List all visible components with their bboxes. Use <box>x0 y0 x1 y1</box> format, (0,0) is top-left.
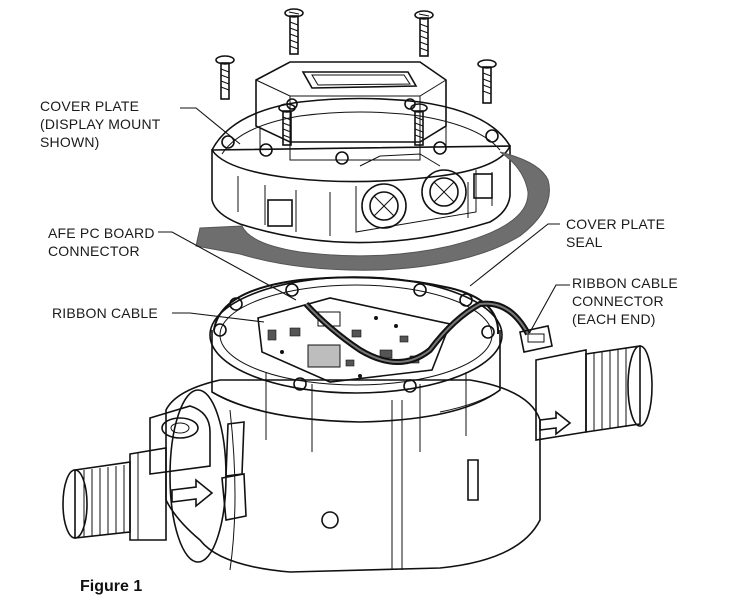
label-line: RIBBON CABLE <box>572 275 678 291</box>
label-afe-pc-board-connector: AFE PC BOARD CONNECTOR <box>48 225 155 259</box>
afe-pc-board <box>257 297 452 383</box>
label-line: CONNECTOR <box>572 293 664 309</box>
screw <box>414 10 434 57</box>
screw <box>410 103 428 146</box>
screw <box>278 103 296 146</box>
label-cover-plate-seal: COVER PLATE SEAL <box>566 216 665 250</box>
screw <box>284 8 304 55</box>
cover-plate <box>211 61 511 244</box>
screw <box>477 59 497 104</box>
outlet-pipe <box>535 345 653 441</box>
screws <box>215 8 497 146</box>
label-cover-plate: COVER PLATE (DISPLAY MOUNT SHOWN) <box>40 98 161 150</box>
label-line: AFE PC BOARD <box>48 225 155 241</box>
cable-gland <box>421 169 467 215</box>
ribbon-cable <box>303 300 531 365</box>
cover-plate-seal <box>213 276 500 335</box>
label-line: CONNECTOR <box>48 243 140 259</box>
label-ribbon-cable: RIBBON CABLE <box>52 305 158 321</box>
label-line: SEAL <box>566 234 603 250</box>
label-line: RIBBON CABLE <box>52 305 158 321</box>
meter-body <box>62 330 653 573</box>
rotation-arrow <box>195 151 550 271</box>
label-ribbon-cable-connector: RIBBON CABLE CONNECTOR (EACH END) <box>572 275 678 327</box>
label-line: (EACH END) <box>572 311 656 327</box>
label-line: COVER PLATE <box>566 216 665 232</box>
label-line: COVER PLATE <box>40 98 139 114</box>
cable-gland <box>361 183 407 229</box>
ribbon-cable-connector <box>519 325 553 353</box>
inlet-pipe <box>62 447 167 541</box>
screw <box>215 55 235 100</box>
leader-lines <box>158 107 570 333</box>
label-line: SHOWN) <box>40 134 100 150</box>
label-line: (DISPLAY MOUNT <box>40 116 161 132</box>
figure-caption: Figure 1 <box>80 578 142 595</box>
